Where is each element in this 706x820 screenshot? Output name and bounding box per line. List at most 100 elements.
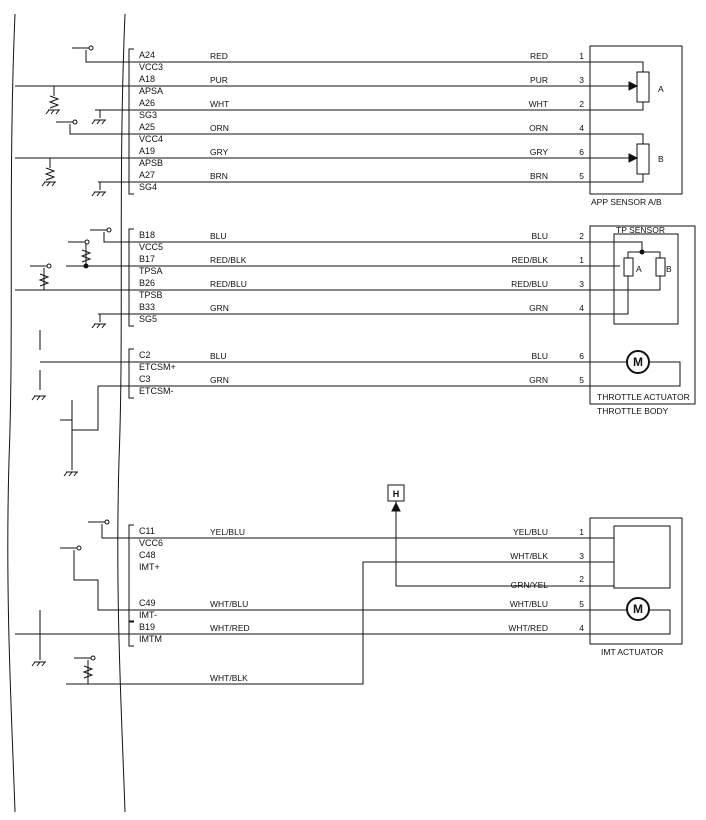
imt-actuator-label: IMT ACTUATOR — [601, 647, 663, 657]
ground-icon — [41, 181, 56, 187]
terminal-number: 4 — [579, 623, 584, 633]
imt-module-wiring — [590, 537, 614, 587]
ecm-pin-signal: VCC6 — [139, 538, 163, 548]
tp-sensor-resistor-a — [623, 257, 634, 277]
imt-motor-icon — [626, 597, 650, 621]
wire-color-ecm-side: WHT/BLU — [210, 599, 248, 609]
connector-bracket — [128, 524, 134, 623]
wire-color-ecm-side: WHT — [210, 99, 229, 109]
throttle-motor-wiring — [590, 361, 681, 387]
terminal-number: 1 — [579, 255, 584, 265]
ecm-pin-signal: VCC4 — [139, 134, 163, 144]
app-sensor-a-wiring — [590, 61, 644, 111]
ground-icon — [63, 471, 78, 477]
ecm-pin-signal: SG4 — [139, 182, 157, 192]
ecm-outline — [7, 13, 126, 813]
wire-color-component-side: RED/BLK — [512, 255, 549, 265]
imt-motor-symbol: M — [633, 602, 643, 616]
terminal-number: 2 — [579, 99, 584, 109]
wire-color-ecm-side: RED — [210, 51, 228, 61]
wire-color-ecm-side: GRN — [210, 375, 229, 385]
wire-color-component-side: WHT/RED — [508, 623, 548, 633]
throttle-body-box — [589, 225, 696, 405]
ecm-pin-signal: ETCSM+ — [139, 362, 176, 372]
wire-color-ecm-side: BLU — [210, 351, 227, 361]
connector-bracket — [128, 348, 134, 399]
junction-dot — [639, 249, 645, 255]
app-sensor-element-b: B — [658, 154, 664, 164]
ecm-pin-signal: VCC3 — [139, 62, 163, 72]
tp-sensor-box — [613, 233, 679, 325]
app-sensor-label: APP SENSOR A/B — [591, 197, 662, 207]
terminal-number: 1 — [579, 527, 584, 537]
ecm-pin-number: B17 — [139, 254, 155, 264]
imt-extra-wire-terminal: 2 — [579, 574, 584, 584]
wire-color-ecm-side: WHT/RED — [210, 623, 250, 633]
ground-icon — [45, 109, 60, 115]
ecm-pin-number: B33 — [139, 302, 155, 312]
terminal-number: 4 — [579, 303, 584, 313]
wire-color-component-side: ORN — [529, 123, 548, 133]
wiper-arrow-icon — [628, 81, 639, 91]
ecm-pin-signal: TPSB — [139, 290, 163, 300]
wire-color-component-side: BRN — [530, 171, 548, 181]
wire-color-ecm-side: BLU — [210, 231, 227, 241]
wires — [128, 48, 590, 685]
wire-color-component-side: BLU — [531, 231, 548, 241]
ecm-pin-number: A18 — [139, 74, 155, 84]
ecm-pin-number: A27 — [139, 170, 155, 180]
imt-motor-wiring — [590, 609, 671, 635]
components — [387, 45, 696, 645]
wire-color-component-side: RED/BLU — [511, 279, 548, 289]
wire-color-component-side: PUR — [530, 75, 548, 85]
ecm-pin-signal: SG3 — [139, 110, 157, 120]
wire-color-ecm-side: PUR — [210, 75, 228, 85]
ecm-internal-circuits — [15, 45, 134, 685]
app-sensor-element-a: A — [658, 84, 664, 94]
throttle-actuator-label: THROTTLE ACTUATOR — [597, 392, 690, 402]
tp-sensor-element-b: B — [666, 264, 672, 274]
ecm-pin-signal: IMTM — [139, 634, 162, 644]
app-sensor-box — [589, 45, 683, 195]
supply-node — [90, 655, 96, 661]
wire-color-component-side: GRY — [530, 147, 549, 157]
terminal-number: 6 — [579, 147, 584, 157]
wire-color-component-side: YEL/BLU — [513, 527, 548, 537]
wiper-arrow-icon — [628, 153, 639, 163]
ecm-pin-number: C48 — [139, 550, 156, 560]
h-connector-label: H — [393, 489, 400, 499]
connector-bracket — [128, 620, 134, 647]
ecm-pin-signal: APSA — [139, 86, 163, 96]
terminal-number: 5 — [579, 599, 584, 609]
terminal-number: 5 — [579, 375, 584, 385]
ground-icon — [91, 323, 106, 329]
app-sensor-resistor-b — [636, 143, 650, 175]
imt-actuator-module — [613, 525, 671, 589]
supply-node — [46, 263, 52, 269]
ecm-pin-signal: TPSA — [139, 266, 163, 276]
terminal-number: 3 — [579, 279, 584, 289]
wire-color-component-side: RED — [530, 51, 548, 61]
wire-color-component-side: WHT/BLU — [510, 599, 548, 609]
terminal-number: 5 — [579, 171, 584, 181]
app-sensor-b-wiring — [590, 133, 644, 183]
labels: APP SENSOR A/B A B TP SENSOR A B THROTTL… — [139, 50, 690, 683]
terminal-number: 2 — [579, 231, 584, 241]
ecm-pin-number: A19 — [139, 146, 155, 156]
h-connector-box — [387, 484, 405, 502]
connector-bracket — [128, 48, 134, 195]
throttle-body-label: THROTTLE BODY — [597, 406, 669, 416]
ecm-pin-signal: SG5 — [139, 314, 157, 324]
supply-node — [72, 119, 78, 125]
ecm-pin-signal: IMT- — [139, 610, 157, 620]
supply-node — [106, 227, 112, 233]
ground-icon — [91, 191, 106, 197]
tp-sensor-element-a: A — [636, 264, 642, 274]
ecm-pin-signal: IMT+ — [139, 562, 160, 572]
ecm-pin-signal: ETCSM- — [139, 386, 174, 396]
ecm-pin-number: A24 — [139, 50, 155, 60]
ground-icon — [31, 661, 46, 667]
ecm-pin-number: C11 — [139, 526, 155, 536]
imt-actuator-box — [589, 517, 683, 645]
